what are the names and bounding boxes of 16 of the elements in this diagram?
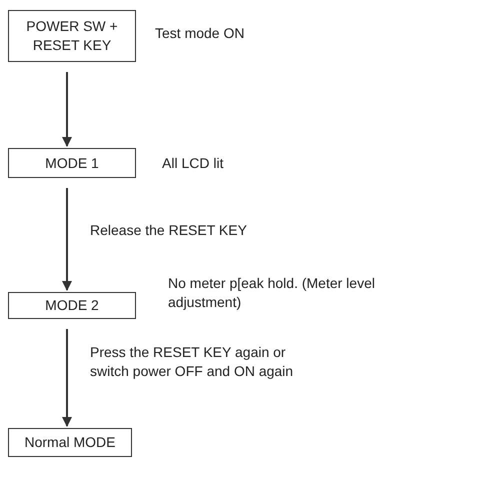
- note-text: All LCD lit: [162, 154, 224, 173]
- edge-label: Release the RESET KEY: [90, 221, 248, 240]
- note-text: No meter p[eak hold. (Meter level adjustment): [168, 274, 376, 312]
- box-label: Normal MODE: [24, 433, 116, 452]
- edge-label: Press the RESET KEY again or switch power OFF and ON again: [90, 343, 294, 381]
- arrow: [62, 329, 72, 427]
- process-box: [8, 148, 136, 178]
- note-text: Test mode ON: [155, 24, 246, 43]
- process-box: [8, 428, 132, 457]
- box-label: MODE 2: [45, 296, 99, 315]
- process-box: [8, 10, 136, 62]
- process-box: [8, 292, 136, 319]
- arrow: [62, 188, 72, 291]
- box-label: MODE 1: [45, 154, 99, 172]
- arrow: [62, 72, 72, 147]
- box-label: POWER SW + RESET KEY: [25, 17, 119, 55]
